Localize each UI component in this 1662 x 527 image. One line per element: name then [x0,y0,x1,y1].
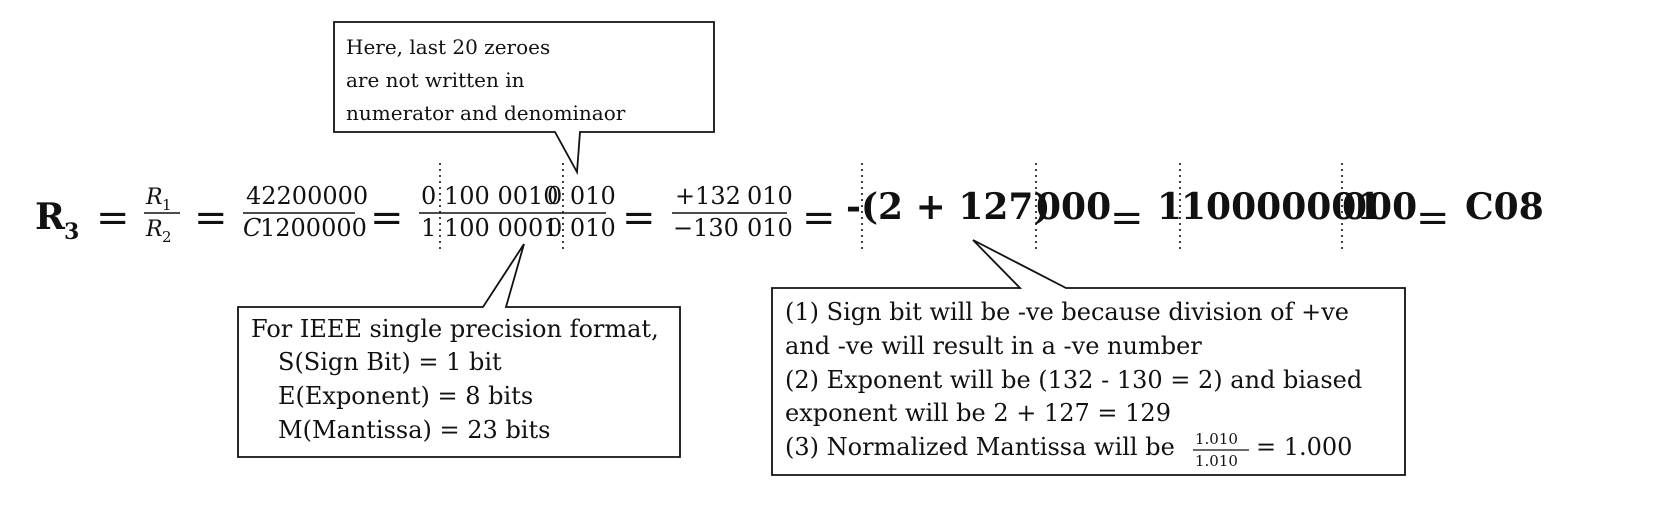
callout-left-line-1: For IEEE single precision format, [251,315,659,343]
callout-top-line-1: Here, last 20 zeroes [346,35,550,59]
callout-left-line-3: E(Exponent) = 8 bits [278,382,533,410]
callout-top-shape [333,21,715,176]
callout-right-line-4: exponent will be 2 + 127 = 129 [785,399,1171,427]
callout-right: (1) Sign bit will be -ve because divisio… [771,239,1406,476]
callout-left-line-2: S(Sign Bit) = 1 bit [278,348,502,376]
r1-sub: 1 [162,196,172,214]
callout-right-line-3: (2) Exponent will be (132 - 130 = 2) and… [785,366,1362,394]
bin-num-exponent: 100 0010 [444,182,559,210]
dec-num-mantissa: 010 [747,182,793,210]
dec-num-exponent: +132 [675,182,741,210]
fraction-r1-r2: R 1 R 2 [144,185,180,246]
term6-sign: 1 [1157,186,1182,228]
lhs-subscript: 3 [64,219,79,245]
callout-right-line-5-prefix: (3) Normalized Mantissa will be [785,433,1175,461]
dec-den-exponent: −130 [673,214,739,242]
r1-main: R [145,185,163,210]
mantissa-fraction-denominator: 1.010 [1195,452,1238,470]
callout-top: Here, last 20 zeroes are not written in … [333,21,715,176]
main-equation: R 3 = R 1 R 2 = 42200000 C 1200000 = 0 1… [35,163,1544,252]
bin-den-exponent: 100 0001 [444,214,559,242]
bin-num-sign: 0 [421,182,436,210]
equals-5: = [802,195,836,241]
hex-denominator-c: C [243,214,261,242]
equals-2: = [194,195,228,241]
term5-sign: - [846,186,861,228]
hex-denominator-rest: 1200000 [260,214,367,242]
dec-den-mantissa: 010 [747,214,793,242]
equals-3: = [370,195,404,241]
equals-1: = [96,195,130,241]
callout-right-line-2: and -ve will result in a -ve number [785,332,1202,360]
mantissa-fraction-numerator: 1.010 [1195,430,1238,448]
term6-exponent: 10000001 [1181,186,1381,228]
callout-right-shape [771,239,1406,476]
hex-numerator: 42200000 [246,182,368,210]
term-binary-result: 1 10000001 000 [1157,163,1417,252]
callout-left-line-4: M(Mantissa) = 23 bits [278,416,550,444]
fraction-hex: 42200000 C 1200000 [243,182,368,242]
callout-top-line-3: numerator and denominaor [346,101,626,125]
r2-main: R [145,217,163,242]
bin-den-mantissa: 0 010 [547,214,616,242]
callout-right-line-1: (1) Sign bit will be -ve because divisio… [785,298,1349,326]
callout-top-line-2: are not written in [346,68,525,92]
term5-exponent: (2 + 127) [861,186,1051,228]
bin-den-sign: 1 [421,214,436,242]
equals-4: = [622,195,656,241]
term-biased: - (2 + 127) 000 [846,163,1111,252]
term6-mantissa: 000 [1342,186,1417,228]
lhs-r: R [35,196,66,238]
equals-7: = [1416,195,1450,241]
final-hex-result: C08 [1465,186,1544,228]
r2-sub: 2 [162,228,172,246]
term5-mantissa: 000 [1036,186,1111,228]
equals-6: = [1110,195,1144,241]
fraction-binary: 0 100 0010 0 010 1 100 0001 0 010 [419,163,616,252]
bin-num-mantissa: 0 010 [547,182,616,210]
fraction-decimal: +132 010 −130 010 [672,182,793,242]
callout-left: For IEEE single precision format, S(Sign… [237,243,681,458]
callout-left-shape [237,243,681,458]
callout-right-line-5-suffix: = 1.000 [1256,433,1352,461]
